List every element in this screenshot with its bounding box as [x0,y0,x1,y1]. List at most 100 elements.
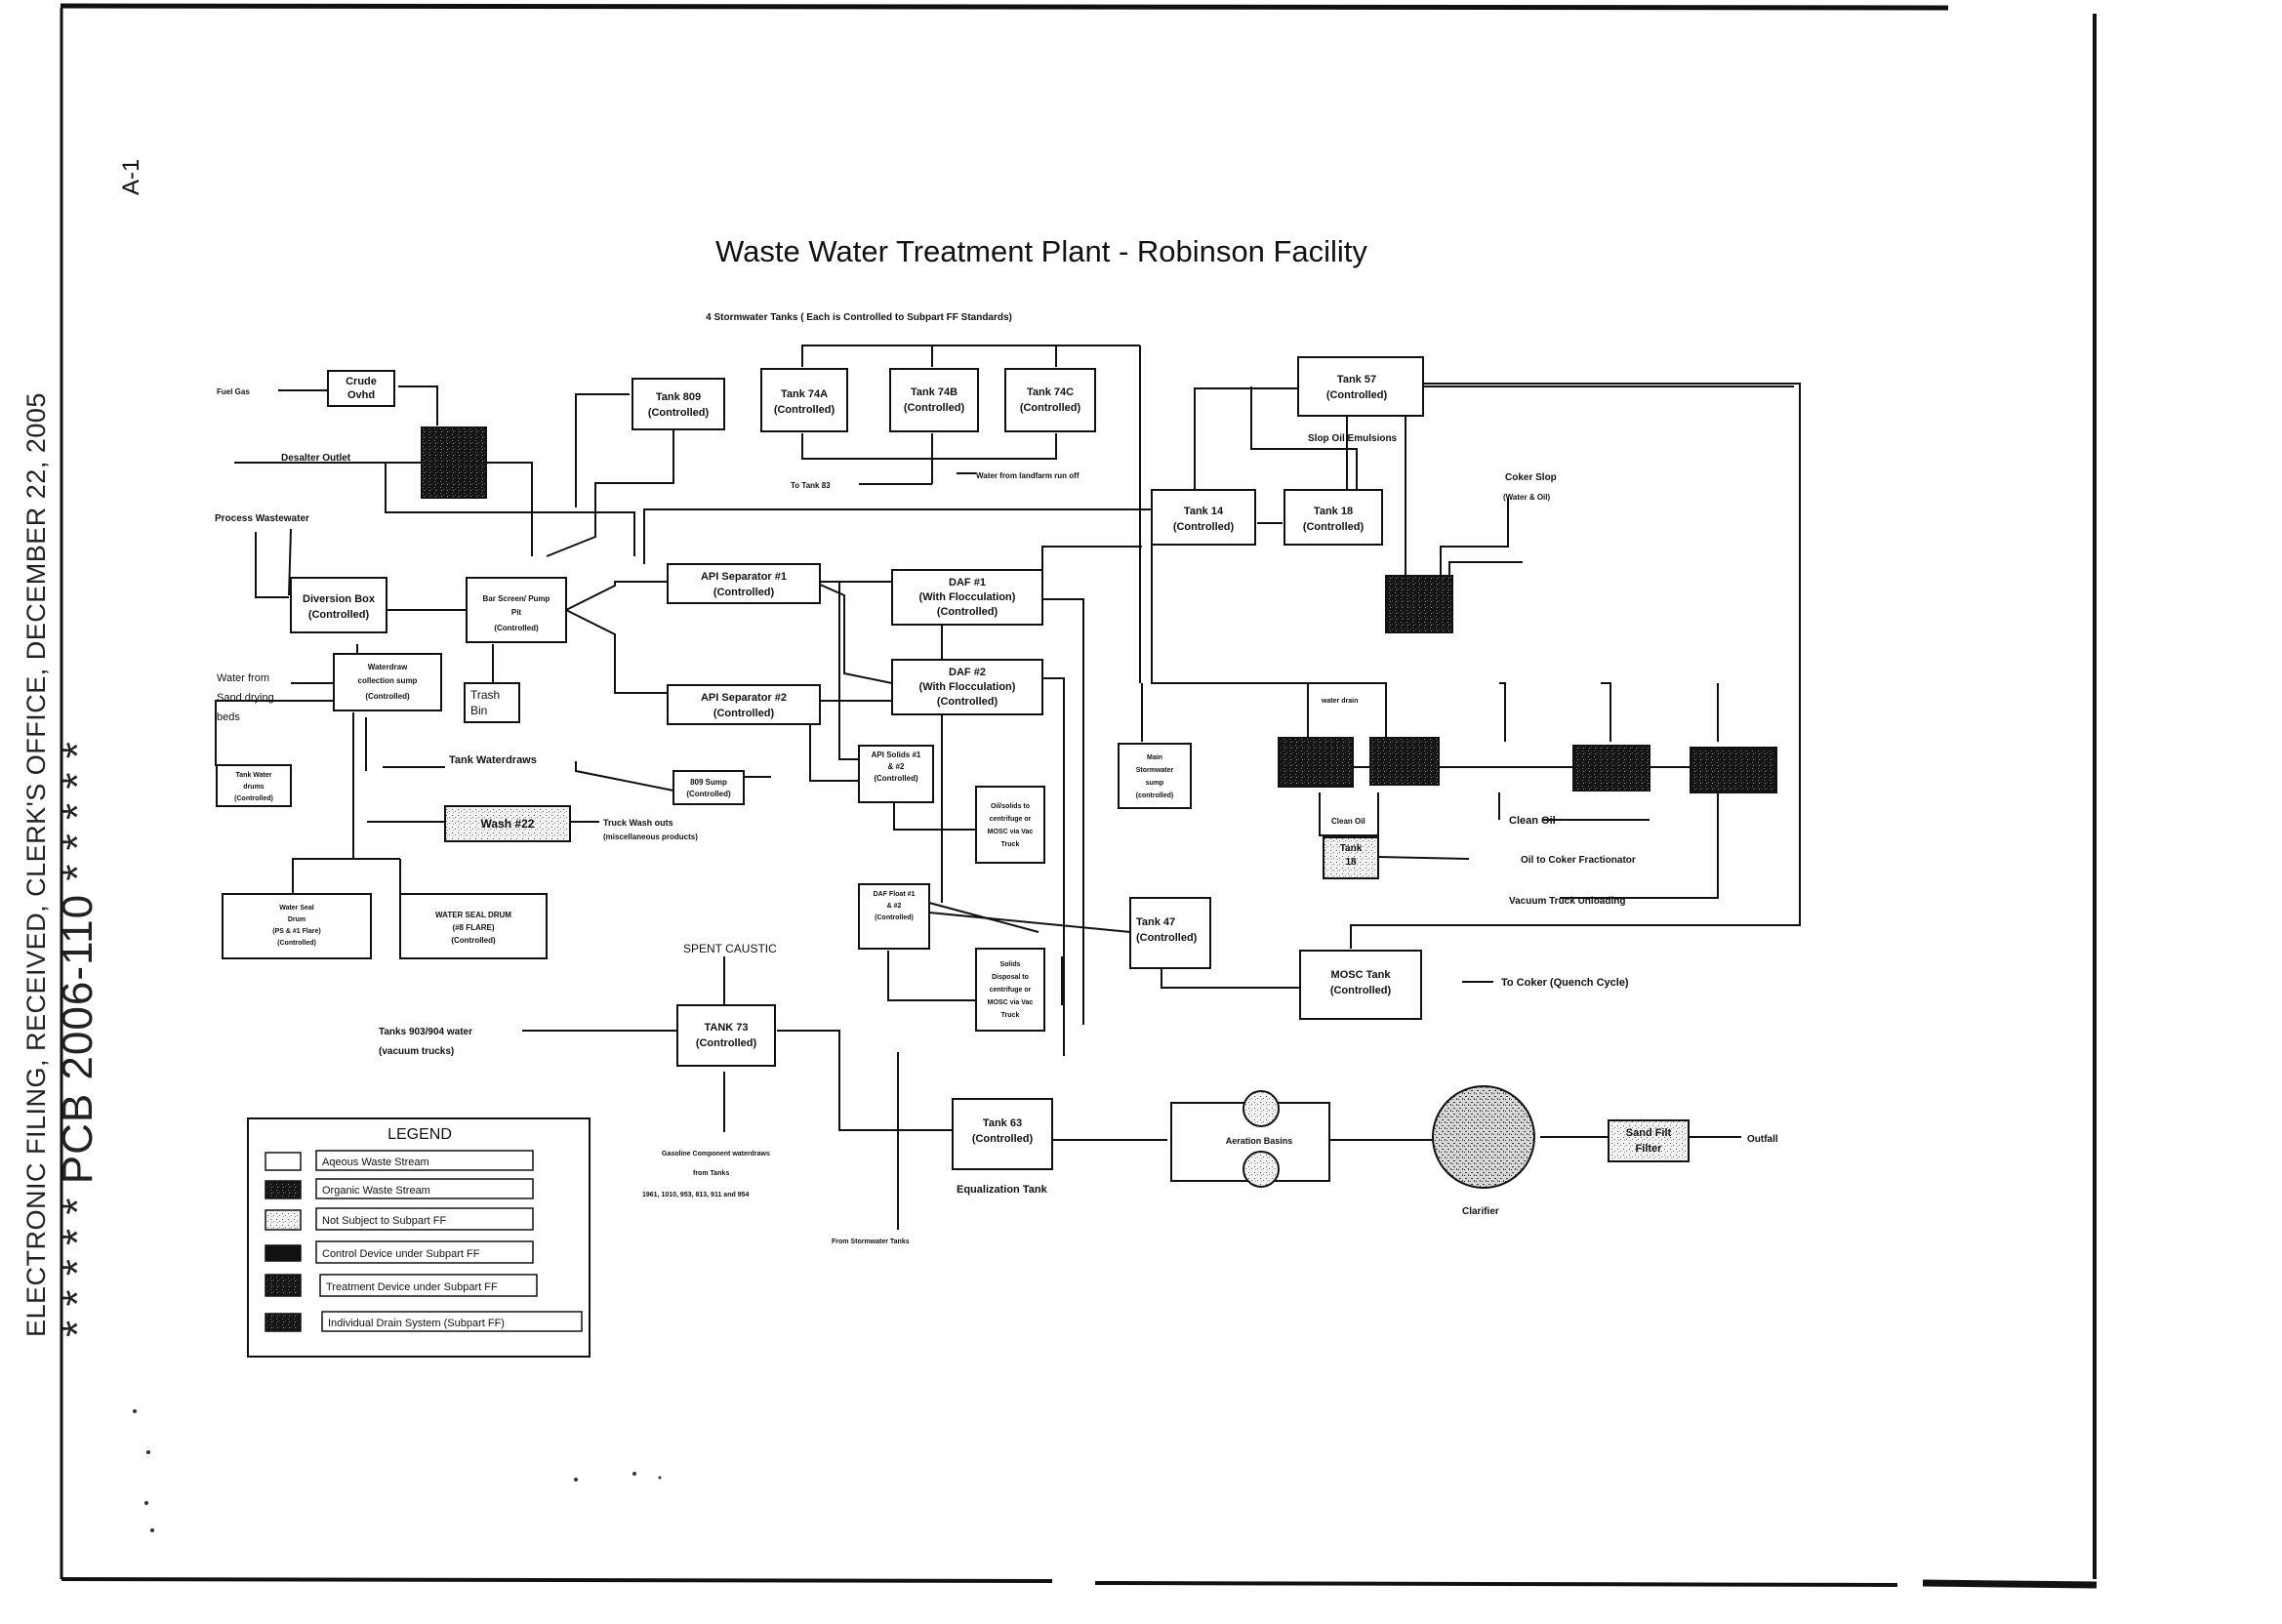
node-water-seal-drum-2: WATER SEAL DRUM (#8 FLARE) (Controlled) [399,893,548,959]
scan-specks [133,1409,662,1532]
node-control-device-2 [1369,737,1440,786]
node-trash-bin: Trash Bin [464,682,520,723]
label-coker-slop: Coker Slop [1505,472,1557,483]
svg-text:DAF Float #1: DAF Float #1 [874,891,916,898]
svg-text:Tank 63: Tank 63 [983,1117,1022,1129]
svg-text:(Controlled): (Controlled) [686,790,731,798]
svg-text:Water Seal: Water Seal [279,905,314,912]
svg-text:Stormwater: Stormwater [1136,767,1174,774]
label-clean-oil-2: Clean Oil [1509,815,1556,827]
node-tank-water-drums: Tank Water drums (Controlled) [216,764,292,807]
svg-text:Sand Filt: Sand Filt [1626,1127,1672,1139]
node-tank-63: Tank 63 (Controlled) [952,1098,1053,1170]
node-control-device-1 [1278,737,1354,788]
node-tank-47: Tank 47 (Controlled) [1129,897,1211,969]
node-809-sump: 809 Sump (Controlled) [672,770,745,805]
legend-item-4: Treatment Device under Subpart FF [326,1281,498,1293]
svg-text:(Controlled): (Controlled) [451,936,496,945]
node-control-device-4 [1690,747,1777,793]
svg-text:(Controlled): (Controlled) [1326,389,1388,401]
node-water-seal-drum-1: Water Seal Drum (PS & #1 Flare) (Control… [222,893,372,959]
node-waterdraw-sump: Waterdraw collection sump (Controlled) [333,653,442,711]
legend-swatch-5 [265,1313,302,1332]
label-desalter-outlet: Desalter Outlet [281,453,351,464]
node-sand-filter: Sand Filt Filter [1608,1119,1690,1162]
label-slop-oil-emulsions: Slop Oil Emulsions [1308,433,1398,444]
svg-text:(With Flocculation): (With Flocculation) [919,681,1016,693]
svg-text:API Solids #1: API Solids #1 [872,751,921,759]
svg-text:Waterdraw: Waterdraw [368,663,408,671]
legend-swatch-4 [265,1274,302,1297]
node-control-device-3 [1572,745,1650,792]
label-vacuum-trucks: (vacuum trucks) [379,1046,454,1057]
node-daf-float: DAF Float #1 & #2 (Controlled) [858,883,930,950]
svg-text:Bar Screen/ Pump: Bar Screen/ Pump [483,594,550,603]
label-water-from-sand-2: Sand drying [217,692,274,704]
svg-text:Wash #22: Wash #22 [481,817,535,831]
label-water-from-landfarm: Water from landfarm run off [976,471,1080,480]
legend-item-5: Individual Drain System (Subpart FF) [328,1318,505,1329]
svg-text:drums: drums [243,784,265,791]
legend-item-0: Aqeous Waste Stream [322,1157,429,1168]
node-tank-809: Tank 809 (Controlled) [632,378,725,430]
label-truck-wash-outs: Truck Wash outs [603,818,673,828]
filing-stamp: ELECTRONIC FILING, RECEIVED, CLERK'S OFF… [21,224,102,1337]
svg-text:Tank 14: Tank 14 [1184,506,1224,517]
svg-text:(Controlled): (Controlled) [774,404,835,416]
svg-text:(PS & #1 Flare): (PS & #1 Flare) [272,928,320,935]
svg-text:Tank 809: Tank 809 [656,391,701,403]
node-tank-57: Tank 57 (Controlled) [1297,356,1424,417]
svg-text:MOSC Tank: MOSC Tank [1331,969,1392,981]
label-fuel-gas: Fuel Gas [217,387,250,396]
diagram-subtitle: 4 Stormwater Tanks ( Each is Controlled … [706,312,1012,323]
node-crude-ovhd: Crude Ovhd [327,370,395,407]
svg-text:Tank: Tank [1340,843,1363,854]
svg-text:API Separator #1: API Separator #1 [701,571,787,583]
svg-text:Trash: Trash [470,688,500,702]
label-tanks-903: Tanks 903/904 water [379,1027,472,1037]
node-aeration-basins: Aeration Basins [1170,1090,1330,1188]
svg-text:MOSC via Vac: MOSC via Vac [988,999,1034,1006]
node-diversion-box: Diversion Box (Controlled) [290,577,387,633]
svg-text:Truck: Truck [1001,841,1020,848]
node-tank-74c: Tank 74C (Controlled) [1004,368,1096,432]
node-tank-74b: Tank 74B (Controlled) [889,368,979,432]
label-from-stormwater: From Stormwater Tanks [832,1238,910,1245]
legend-item-3: Control Device under Subpart FF [322,1248,480,1260]
legend-swatch-3 [265,1244,302,1262]
svg-text:(Controlled): (Controlled) [234,795,273,802]
diagram-title: Waste Water Treatment Plant - Robinson F… [715,234,1367,268]
svg-text:(Controlled): (Controlled) [696,1037,757,1049]
label-water-drain: water drain [1321,698,1358,705]
svg-text:Tank 18: Tank 18 [1314,506,1353,517]
node-wash-pad: Wash #22 [444,805,571,842]
label-truck-wash-misc: (miscellaneous products) [603,832,698,841]
svg-text:Filter: Filter [1636,1143,1663,1155]
svg-text:(With Flocculation): (With Flocculation) [919,591,1016,603]
label-clean-oil-1: Clean Oil [1331,817,1365,826]
label-gasoline-component: Gasoline Component waterdraws [662,1151,770,1157]
svg-text:(controlled): (controlled) [1136,792,1174,799]
svg-text:WATER SEAL DRUM: WATER SEAL DRUM [435,911,511,919]
svg-text:809 Sump: 809 Sump [690,778,727,787]
node-tank-73: TANK 73 (Controlled) [676,1004,776,1067]
legend-swatch-0 [265,1152,302,1171]
svg-text:Aeration Basins: Aeration Basins [1226,1136,1293,1146]
svg-text:Pit: Pit [511,608,522,617]
label-to-tank-83: To Tank 83 [791,481,831,490]
label-water-from-sand-1: Water from [217,672,269,684]
svg-text:Tank 57: Tank 57 [1337,374,1376,386]
svg-text:Ovhd: Ovhd [347,389,375,401]
page-border [60,3,2098,1589]
svg-text:(Controlled): (Controlled) [308,609,370,621]
node-api-separator-2: API Separator #2 (Controlled) [667,684,821,725]
svg-text:Truck: Truck [1001,1012,1020,1019]
node-bar-screen-pit: Bar Screen/ Pump Pit (Controlled) [466,577,567,643]
label-clarifier: Clarifier [1462,1206,1499,1217]
svg-text:Tank 74A: Tank 74A [781,388,828,400]
flow-lines [215,345,1801,1230]
svg-text:API Separator #2: API Separator #2 [701,692,787,704]
page-code: A-1 [118,159,144,195]
node-tank-18: Tank 18 (Controlled) [1284,489,1383,546]
label-water-from-sand-3: beds [217,711,240,723]
